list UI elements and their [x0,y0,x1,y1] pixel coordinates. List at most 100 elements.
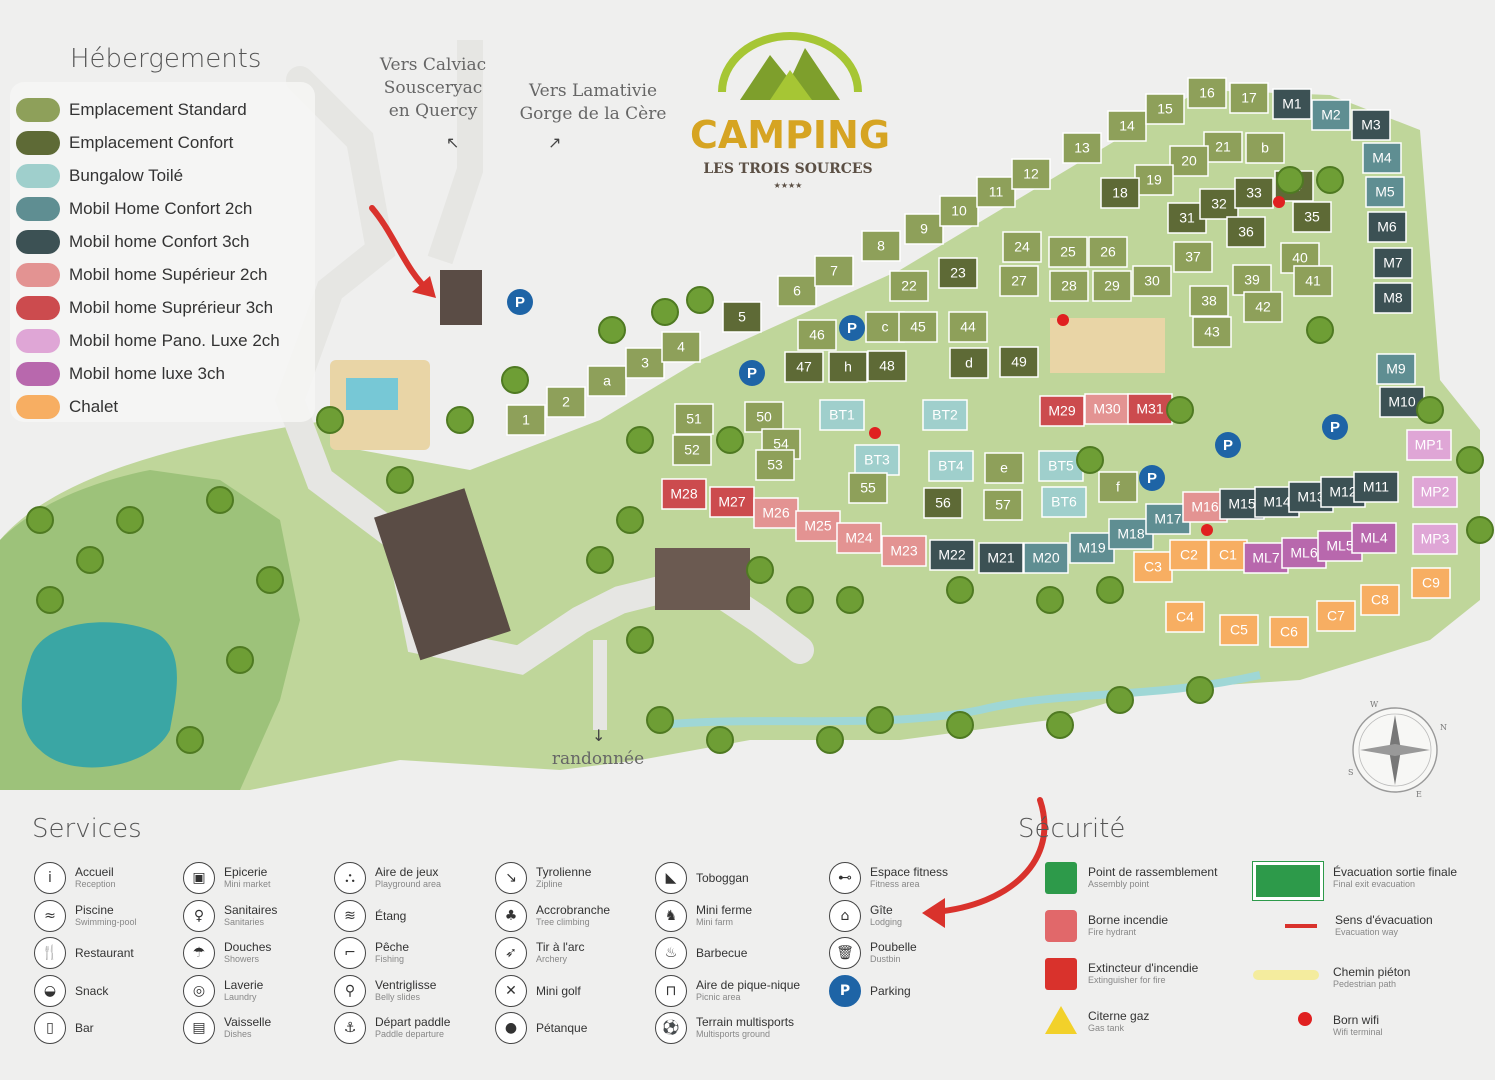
plot-b[interactable]: b [1245,132,1285,164]
plot-d[interactable]: d [949,347,989,379]
plot-m20[interactable]: M20 [1023,542,1069,574]
plot-47[interactable]: 47 [784,351,824,383]
plot-m8[interactable]: M8 [1373,282,1413,314]
plot-24[interactable]: 24 [1002,231,1042,263]
plot-c6[interactable]: C6 [1269,616,1309,648]
plot-mp2[interactable]: MP2 [1412,476,1458,508]
plot-21[interactable]: 21 [1203,131,1243,163]
plot-41[interactable]: 41 [1293,265,1333,297]
plot-c3[interactable]: C3 [1133,551,1173,583]
plot-3[interactable]: 3 [625,347,665,379]
plot-m11[interactable]: M11 [1353,471,1399,503]
plot-ml5[interactable]: ML5 [1317,530,1363,562]
plot-m1[interactable]: M1 [1272,88,1312,120]
plot-m19[interactable]: M19 [1069,532,1115,564]
plot-c[interactable]: c [865,311,905,343]
plot-c4[interactable]: C4 [1165,601,1205,633]
plot-m26[interactable]: M26 [753,497,799,529]
plot-30[interactable]: 30 [1132,265,1172,297]
plot-bt2[interactable]: BT2 [922,399,968,431]
plot-37[interactable]: 37 [1173,241,1213,273]
plot-m30[interactable]: M30 [1084,393,1130,425]
plot-m23[interactable]: M23 [881,535,927,567]
plot-16[interactable]: 16 [1187,77,1227,109]
plot-29[interactable]: 29 [1092,270,1132,302]
plot-46[interactable]: 46 [797,319,837,351]
plot-20[interactable]: 20 [1169,145,1209,177]
plot-17[interactable]: 17 [1229,82,1269,114]
plot-53[interactable]: 53 [755,449,795,481]
plot-m2[interactable]: M2 [1311,99,1351,131]
plot-11[interactable]: 11 [976,176,1016,208]
plot-48[interactable]: 48 [867,350,907,382]
plot-42[interactable]: 42 [1243,291,1283,323]
plot-55[interactable]: 55 [848,472,888,504]
plot-h[interactable]: h [828,351,868,383]
plot-38[interactable]: 38 [1189,285,1229,317]
plot-14[interactable]: 14 [1107,110,1147,142]
plot-15[interactable]: 15 [1145,93,1185,125]
plot-m7[interactable]: M7 [1373,247,1413,279]
plot-26[interactable]: 26 [1088,236,1128,268]
plot-27[interactable]: 27 [999,265,1039,297]
plot-22[interactable]: 22 [889,270,929,302]
plot-28[interactable]: 28 [1049,270,1089,302]
plot-50[interactable]: 50 [744,401,784,433]
plot-1[interactable]: 1 [506,404,546,436]
plot-c8[interactable]: C8 [1360,584,1400,616]
plot-m25[interactable]: M25 [795,510,841,542]
plot-44[interactable]: 44 [948,311,988,343]
plot-m4[interactable]: M4 [1362,142,1402,174]
plot-13[interactable]: 13 [1062,132,1102,164]
plot-57[interactable]: 57 [983,489,1023,521]
plot-10[interactable]: 10 [939,195,979,227]
plot-f[interactable]: f [1098,471,1138,503]
plot-ml4[interactable]: ML4 [1351,522,1397,554]
plot-7[interactable]: 7 [814,255,854,287]
plot-9[interactable]: 9 [904,213,944,245]
plot-35[interactable]: 35 [1292,201,1332,233]
plot-m5[interactable]: M5 [1365,176,1405,208]
plot-bt4[interactable]: BT4 [928,450,974,482]
plot-c5[interactable]: C5 [1219,614,1259,646]
plot-43[interactable]: 43 [1192,316,1232,348]
plot-m27[interactable]: M27 [709,486,755,518]
plot-m22[interactable]: M22 [929,539,975,571]
plot-m24[interactable]: M24 [836,522,882,554]
plot-bt1[interactable]: BT1 [819,399,865,431]
plot-ml7[interactable]: ML7 [1243,542,1289,574]
plot-5[interactable]: 5 [722,301,762,333]
plot-m3[interactable]: M3 [1351,109,1391,141]
plot-a[interactable]: a [587,365,627,397]
plot-39[interactable]: 39 [1232,264,1272,296]
plot-c2[interactable]: C2 [1169,539,1209,571]
plot-32[interactable]: 32 [1199,188,1239,220]
plot-c7[interactable]: C7 [1316,600,1356,632]
plot-m29[interactable]: M29 [1039,395,1085,427]
plot-mp1[interactable]: MP1 [1406,429,1452,461]
plot-bt3[interactable]: BT3 [854,444,900,476]
plot-m31[interactable]: M31 [1127,393,1173,425]
plot-19[interactable]: 19 [1134,164,1174,196]
plot-51[interactable]: 51 [674,403,714,435]
plot-4[interactable]: 4 [661,331,701,363]
plot-33[interactable]: 33 [1234,177,1274,209]
plot-m28[interactable]: M28 [661,478,707,510]
plot-49[interactable]: 49 [999,346,1039,378]
plot-m6[interactable]: M6 [1367,211,1407,243]
plot-45[interactable]: 45 [898,311,938,343]
plot-bt5[interactable]: BT5 [1038,450,1084,482]
plot-m9[interactable]: M9 [1376,353,1416,385]
plot-6[interactable]: 6 [777,275,817,307]
plot-12[interactable]: 12 [1011,158,1051,190]
plot-c9[interactable]: C9 [1411,567,1451,599]
plot-m21[interactable]: M21 [978,542,1024,574]
plot-c1[interactable]: C1 [1208,539,1248,571]
plot-25[interactable]: 25 [1048,236,1088,268]
plot-e[interactable]: e [984,452,1024,484]
plot-2[interactable]: 2 [546,386,586,418]
plot-8[interactable]: 8 [861,230,901,262]
plot-bt6[interactable]: BT6 [1041,486,1087,518]
plot-52[interactable]: 52 [672,434,712,466]
plot-18[interactable]: 18 [1100,177,1140,209]
